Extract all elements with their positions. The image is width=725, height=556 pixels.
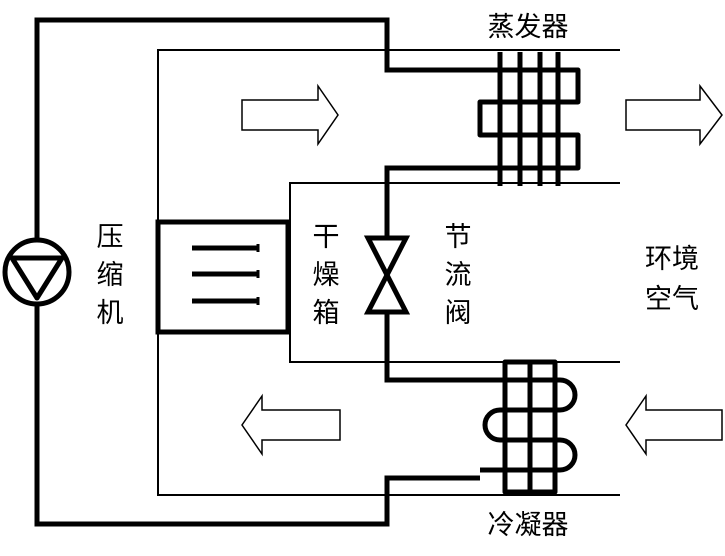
compressor-symbol (2, 237, 72, 307)
compressor-label-1: 压 (97, 222, 124, 253)
condenser-label: 冷凝器 (488, 510, 569, 541)
compressor-triangle (9, 255, 65, 301)
evaporator-symbol (477, 52, 581, 186)
throttle-valve-symbol (363, 235, 411, 315)
compressor-line-top (34, 17, 480, 240)
compressor-label-3: 机 (97, 298, 124, 329)
evaporator-label: 蒸发器 (488, 12, 569, 43)
valve-upper-triangle (363, 235, 411, 281)
refrigerant-loop (34, 17, 480, 527)
drying-box-label-2: 燥 (313, 260, 340, 291)
drying-box-label-1: 干 (313, 222, 340, 253)
drying-box-label-3: 箱 (313, 298, 340, 329)
evaporator-coil (477, 67, 581, 171)
drying-box-symbol (155, 219, 291, 335)
compressor-line-bottom (34, 304, 480, 527)
valve-lower-triangle (363, 269, 411, 315)
ambient-air-label-2: 空气 (645, 284, 699, 315)
compressor-label-2: 缩 (97, 260, 124, 291)
ambient-air-label-1: 环境 (645, 244, 699, 275)
condenser-coil (480, 377, 578, 473)
airflow-arrows (241, 83, 723, 457)
valve-line-top (384, 165, 480, 238)
arrow-left-icon (241, 393, 341, 457)
drying-box-frame (155, 219, 291, 335)
arrow-left-icon (625, 393, 723, 457)
throttle-valve-label-2: 流 (445, 260, 472, 291)
compressor-circle (2, 237, 72, 307)
throttle-valve-label-3: 阀 (445, 298, 472, 329)
throttle-valve-label-1: 节 (445, 222, 472, 253)
valve-line-bottom (384, 312, 480, 383)
arrow-right-icon (241, 83, 339, 147)
condenser-symbol (480, 359, 578, 495)
arrow-right-icon (625, 83, 723, 147)
